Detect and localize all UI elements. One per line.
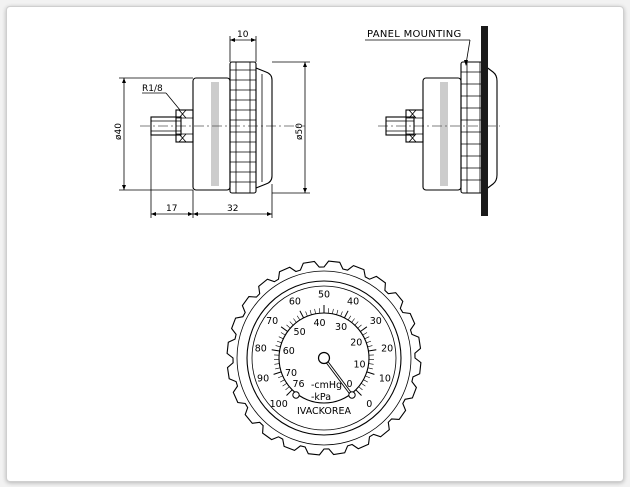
dial-tick (271, 349, 280, 352)
dial-tick (319, 308, 321, 314)
side-view: 10 R1/8 ø40 ø50 17 32 (114, 30, 310, 218)
dial-tick (305, 311, 308, 317)
dial-tick (289, 321, 294, 326)
dial-tick (274, 363, 280, 365)
dial-tick (280, 326, 288, 332)
cmhg-scale-label: 10 (353, 359, 365, 370)
dial-tick (362, 332, 368, 336)
unit-kpa-label: -kPa (311, 392, 331, 403)
dial-tick (355, 389, 362, 396)
mounting-panel (481, 26, 488, 216)
dial-ticks (271, 305, 377, 396)
kpa-scale-label: 40 (347, 297, 359, 308)
dial-tick (340, 311, 343, 317)
dial-tick (280, 379, 285, 383)
dial-tick (299, 310, 305, 319)
cmhg-scale-label: 0 (346, 379, 352, 390)
dial-tick (361, 383, 366, 387)
dial-tick (360, 326, 368, 332)
dial-tick (357, 324, 362, 329)
cmhg-scale-label: 70 (285, 368, 297, 379)
dim-bezel-diameter: ø50 (295, 123, 305, 140)
dial-tick (367, 367, 373, 370)
dial-tick (368, 363, 374, 365)
dial-tick (358, 386, 363, 391)
kpa-scale-label: 70 (266, 316, 278, 327)
cmhg-scale-label: 76 (292, 379, 304, 390)
thread-size-label: R1/8 (142, 84, 163, 94)
dial-tick (365, 375, 371, 379)
dial-tick (367, 345, 373, 348)
dial-tick (275, 367, 281, 370)
drawing-sheet (6, 6, 624, 482)
cmhg-scale-label: 30 (335, 322, 347, 333)
dim-top-label: 10 (237, 30, 249, 40)
kpa-scale-label: 20 (381, 344, 393, 355)
dial-tick (366, 340, 372, 344)
dial-tick (277, 375, 283, 379)
cmhg-scale-label: 40 (313, 318, 325, 329)
panel-mount-view: PANEL MOUNTING (365, 26, 500, 216)
dial-tick (354, 321, 359, 326)
dial-tick (286, 324, 291, 329)
unit-cmhg-label: -cmHg (311, 380, 342, 391)
kpa-scale-label: 80 (255, 344, 267, 355)
dial-tick (366, 371, 375, 375)
dial-tick (273, 371, 282, 375)
kpa-scale-label: 60 (289, 297, 301, 308)
kpa-scale-label: 90 (257, 373, 269, 384)
dial-tick (336, 309, 339, 315)
dial-tick (285, 386, 290, 391)
dial-tick (364, 336, 370, 340)
dim-stem-length: 17 (166, 204, 177, 214)
knurl-lines-left (230, 62, 256, 193)
dial-tick (276, 340, 282, 344)
cmhg-scale-label: 50 (294, 327, 306, 338)
pointer-hub (317, 351, 331, 365)
dial-tick (280, 332, 286, 336)
dial-tick (278, 336, 284, 340)
dial-tick (282, 383, 287, 387)
dial-tick (368, 349, 377, 352)
dial-tick (293, 318, 297, 323)
dial-tick (286, 389, 293, 396)
panel-mounting-label: PANEL MOUNTING (367, 29, 462, 40)
dial-tick (309, 309, 312, 315)
cmhg-scale-label: 60 (283, 346, 295, 357)
dial-tick (296, 315, 301, 321)
dial-tick (347, 315, 352, 321)
dim-body-diameter: ø40 (114, 123, 124, 140)
dial-tick (351, 318, 355, 323)
kpa-scale-label: 0 (366, 399, 372, 410)
kpa-scale-label: 100 (270, 399, 288, 410)
dial-tick (327, 308, 329, 314)
dial-tick (275, 345, 281, 348)
dial-tick (363, 379, 368, 383)
kpa-scale-label: 10 (379, 373, 391, 384)
dial-tick (314, 308, 316, 314)
dial-tick (332, 308, 334, 314)
brand-label: IVACKOREA (297, 406, 351, 417)
knurl-lines-right (461, 62, 485, 193)
cmhg-scale-label: 20 (350, 338, 362, 349)
dial-tick (343, 310, 349, 319)
dim-body-length: 32 (227, 204, 238, 214)
kpa-scale-label: 50 (318, 290, 330, 301)
kpa-scale-label: 30 (370, 316, 382, 327)
